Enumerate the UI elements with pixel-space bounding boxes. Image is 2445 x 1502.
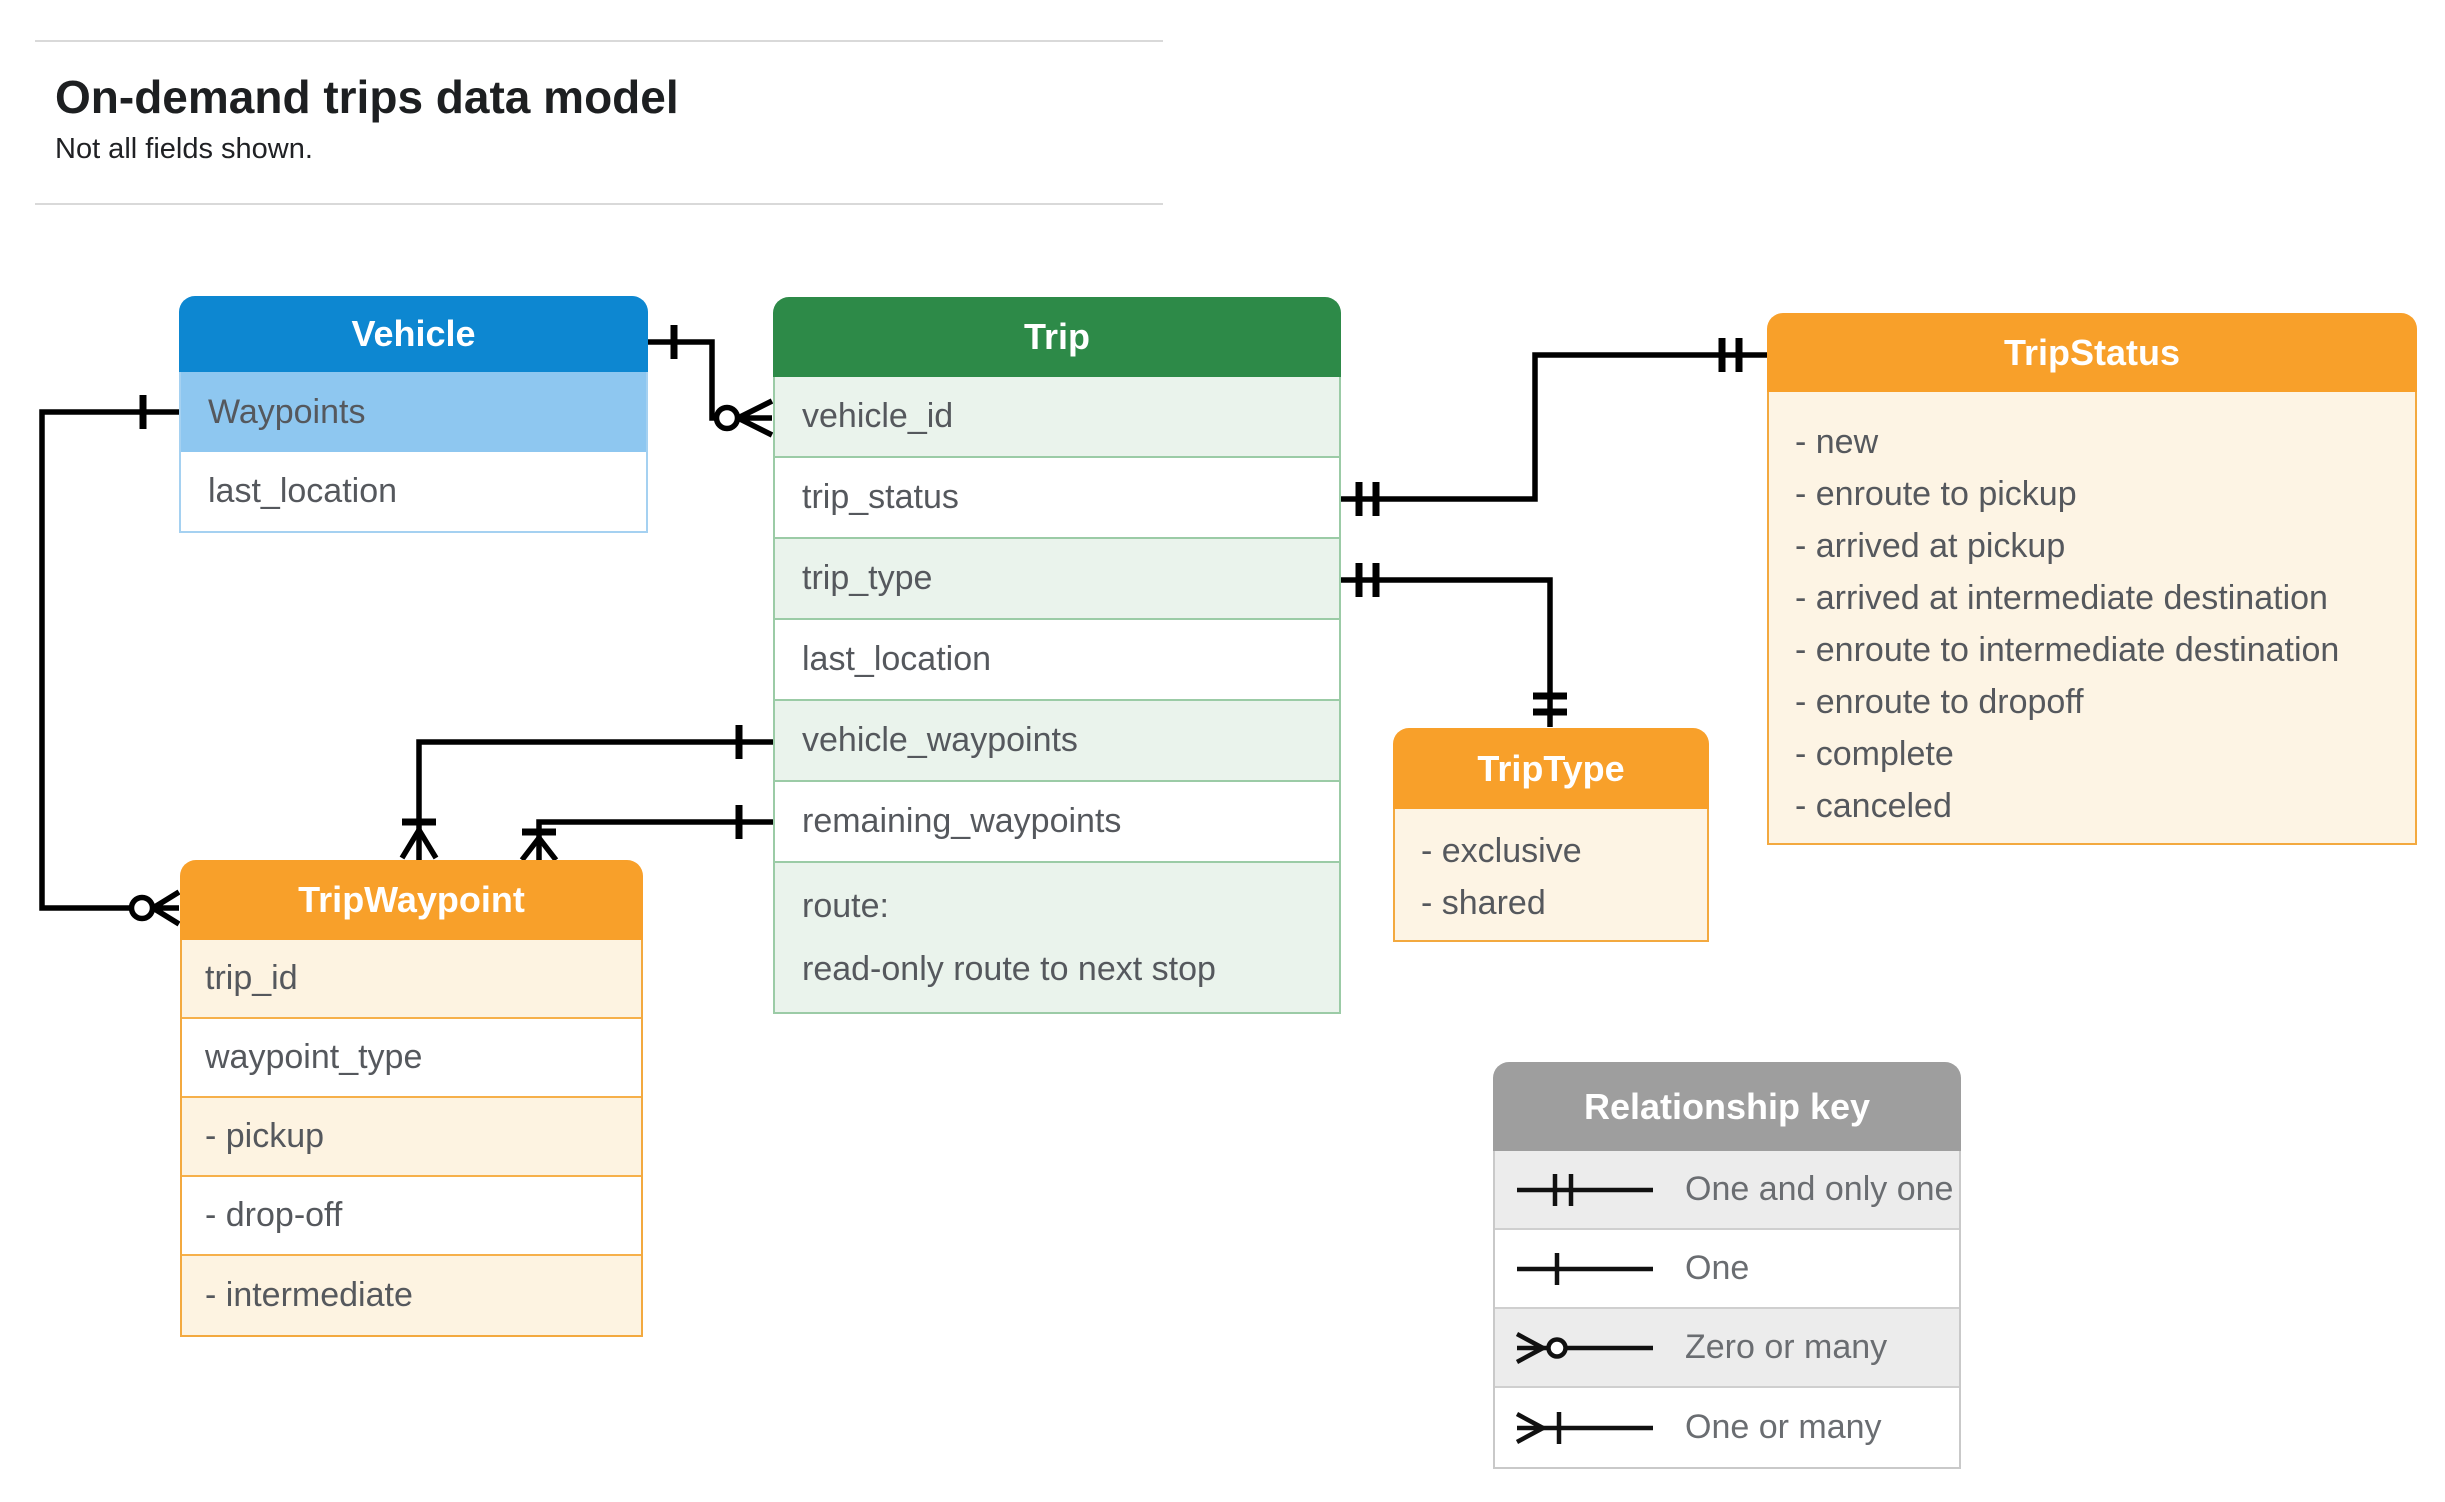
top-divider — [35, 40, 1163, 42]
relationship-key-body: One and only one One Zero or many One or… — [1493, 1151, 1961, 1469]
enum-value: - exclusive — [1421, 832, 1582, 870]
enum-value: - enroute to pickup — [1795, 475, 2077, 513]
field-row-waypoints: Waypoints — [181, 372, 646, 452]
entity-vehicle-title: Vehicle — [179, 296, 648, 372]
entity-tripstatus-title: TripStatus — [1767, 313, 2417, 392]
field-label: trip_type — [802, 559, 933, 597]
field-row-waypoint-type: waypoint_type — [182, 1019, 641, 1098]
entity-vehicle: Vehicle Waypoints last_location — [179, 296, 648, 533]
enum-value: - intermediate — [205, 1276, 413, 1314]
enum-value: - enroute to dropoff — [1795, 683, 2084, 721]
field-label: trip_status — [802, 478, 959, 516]
enum-row-pickup: - pickup — [182, 1098, 641, 1177]
field-label: route: — [802, 886, 889, 925]
entity-trip-body: vehicle_id trip_status trip_type last_lo… — [773, 377, 1341, 1014]
field-label: trip_id — [205, 959, 298, 997]
field-row-last-location: last_location — [775, 620, 1339, 701]
zero-or-many-icon — [1515, 1331, 1653, 1364]
enum-value: - pickup — [205, 1117, 325, 1155]
connector-vehicle-trip — [648, 325, 774, 438]
field-row-vehicle-waypoints: vehicle_waypoints — [775, 701, 1339, 782]
field-label: waypoint_type — [205, 1038, 423, 1076]
entity-tripwaypoint-title: TripWaypoint — [180, 860, 643, 940]
enum-value: - drop-off — [205, 1196, 343, 1234]
one-icon — [1517, 1252, 1653, 1285]
field-row-remaining-waypoints: remaining_waypoints — [775, 782, 1339, 863]
enum-row-drop-off: - drop-off — [182, 1177, 641, 1256]
connector-trip-tripwaypoint-vehicle-waypoints — [399, 725, 773, 860]
title-divider — [35, 203, 1163, 205]
enum-value: - enroute to intermediate destination — [1795, 631, 2340, 669]
field-label: last_location — [802, 640, 992, 678]
field-label: remaining_waypoints — [802, 802, 1122, 840]
connector-trip-triptype — [1341, 563, 1567, 727]
field-row-trip-id: trip_id — [182, 940, 641, 1019]
legend-row-one-and-only-one: One and only one — [1495, 1151, 1959, 1230]
connector-vehicle-tripwaypoint — [39, 395, 181, 927]
enum-value: - shared — [1421, 884, 1546, 922]
page-subtitle: Not all fields shown. — [55, 133, 313, 165]
enum-row-intermediate: - intermediate — [182, 1256, 641, 1335]
entity-triptype: TripType - exclusive - shared — [1393, 728, 1709, 942]
legend-label: One or many — [1685, 1408, 1882, 1446]
entity-tripwaypoint-body: trip_id waypoint_type - pickup - drop-of… — [180, 940, 643, 1337]
page-title: On-demand trips data model — [55, 71, 679, 123]
relationship-key: Relationship key One and only one One Ze… — [1493, 1062, 1961, 1469]
enum-value: - complete — [1795, 735, 1954, 773]
field-label: vehicle_waypoints — [802, 721, 1078, 759]
entity-triptype-body: - exclusive - shared — [1393, 809, 1709, 942]
legend-row-one-or-many: One or many — [1495, 1388, 1959, 1467]
field-label: Waypoints — [208, 392, 366, 431]
entity-tripwaypoint: TripWaypoint trip_id waypoint_type - pic… — [180, 860, 643, 1337]
field-row-trip-status: trip_status — [775, 458, 1339, 539]
legend-label: Zero or many — [1685, 1328, 1888, 1366]
field-description: read-only route to next stop — [802, 949, 1216, 988]
legend-row-zero-or-many: Zero or many — [1495, 1309, 1959, 1388]
legend-label: One and only one — [1685, 1170, 1954, 1208]
field-row-vehicle-id: vehicle_id — [775, 377, 1339, 458]
legend-label: One — [1685, 1249, 1750, 1287]
entity-trip: Trip vehicle_id trip_status trip_type la… — [773, 297, 1341, 1014]
field-label: last_location — [208, 472, 398, 510]
field-row-trip-type: trip_type — [775, 539, 1339, 620]
field-row-route: route: read-only route to next stop — [775, 863, 1339, 1012]
field-row-last-location: last_location — [181, 452, 646, 531]
enum-value: - arrived at intermediate destination — [1795, 579, 2328, 617]
entity-triptype-title: TripType — [1393, 728, 1709, 809]
entity-tripstatus: TripStatus - new - enroute to pickup - a… — [1767, 313, 2417, 845]
field-label: vehicle_id — [802, 397, 954, 435]
entity-tripstatus-body: - new - enroute to pickup - arrived at p… — [1767, 392, 2417, 845]
one-or-many-icon — [1515, 1411, 1653, 1444]
entity-vehicle-body: Waypoints last_location — [179, 372, 648, 533]
relationship-key-title: Relationship key — [1493, 1062, 1961, 1151]
enum-value: - arrived at pickup — [1795, 527, 2066, 565]
enum-value: - canceled — [1795, 787, 1952, 825]
enum-value: - new — [1795, 423, 1879, 461]
connector-trip-tripwaypoint-remaining-waypoints — [519, 805, 773, 862]
legend-row-one: One — [1495, 1230, 1959, 1309]
connector-trip-tripstatus — [1341, 338, 1767, 516]
one-and-only-one-icon — [1517, 1173, 1653, 1206]
entity-trip-title: Trip — [773, 297, 1341, 377]
